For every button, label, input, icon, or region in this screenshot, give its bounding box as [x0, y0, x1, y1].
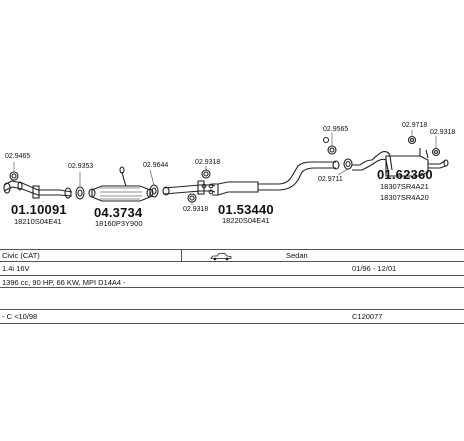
- oem-number: 18160P3Y900: [95, 219, 143, 228]
- intermediate-pipe: [258, 160, 340, 191]
- sedan-car-icon: [210, 253, 232, 261]
- part-label-small: 02.9644: [143, 162, 169, 169]
- oem-number: 18307SR4A20: [380, 193, 429, 202]
- part-label-small: 02.9718: [402, 122, 428, 129]
- part-number: 01.10091: [11, 202, 67, 217]
- oem-number: 18210S04E41: [14, 217, 62, 226]
- table-divider: [0, 249, 464, 250]
- part-label-small: 02.9465: [5, 153, 31, 160]
- table-divider: [0, 275, 464, 276]
- sensor-icon: [119, 166, 127, 187]
- table-divider: [0, 323, 464, 324]
- part-label-small: 02.9318: [430, 129, 456, 136]
- body-type: Sedan: [286, 251, 308, 260]
- catalytic-converter: [88, 185, 154, 202]
- engine: 1.4i 16V: [2, 264, 30, 273]
- vehicle-model: Civic (CAT): [2, 251, 40, 260]
- fitment-note: - C <10/98: [2, 312, 38, 321]
- hanger-icon: [322, 136, 330, 144]
- gasket-icon: [149, 184, 159, 198]
- part-label-small: 02.9318: [195, 159, 221, 166]
- table-divider: [181, 249, 182, 261]
- gasket-icon: [75, 186, 85, 200]
- part-number: 01.53440: [218, 202, 274, 217]
- part-number: 04.3734: [94, 205, 143, 220]
- part-label-small: 02.9711: [318, 176, 343, 183]
- part-label-small: 02.9318: [183, 206, 209, 213]
- part-label-small: 02.9353: [68, 163, 94, 170]
- part-label-small: 02.9565: [323, 126, 349, 133]
- gasket-icon: [187, 193, 197, 203]
- engine-spec: 1396 cc, 90 HP, 66 KW, MPI D14A4 -: [2, 278, 126, 287]
- gasket-icon: [9, 171, 19, 181]
- oem-number: 18307SR4A21: [380, 182, 429, 191]
- gasket-icon: [201, 169, 211, 179]
- centre-pipe: [162, 180, 259, 196]
- part-number: 01.62360: [377, 167, 433, 182]
- leader-lines: [13, 130, 437, 205]
- rear-silencer: [352, 148, 449, 177]
- front-pipe: [3, 180, 73, 199]
- gasket-icon: [343, 158, 353, 170]
- table-divider: [0, 287, 464, 288]
- gasket-icon: [327, 145, 337, 155]
- table-divider: [0, 309, 464, 310]
- table-divider: [0, 261, 464, 262]
- hanger-icon: [407, 135, 441, 157]
- system-code: C120077: [352, 312, 383, 321]
- production-period: 01/96 - 12/01: [352, 264, 397, 273]
- oem-number: 18220S04E41: [222, 216, 270, 225]
